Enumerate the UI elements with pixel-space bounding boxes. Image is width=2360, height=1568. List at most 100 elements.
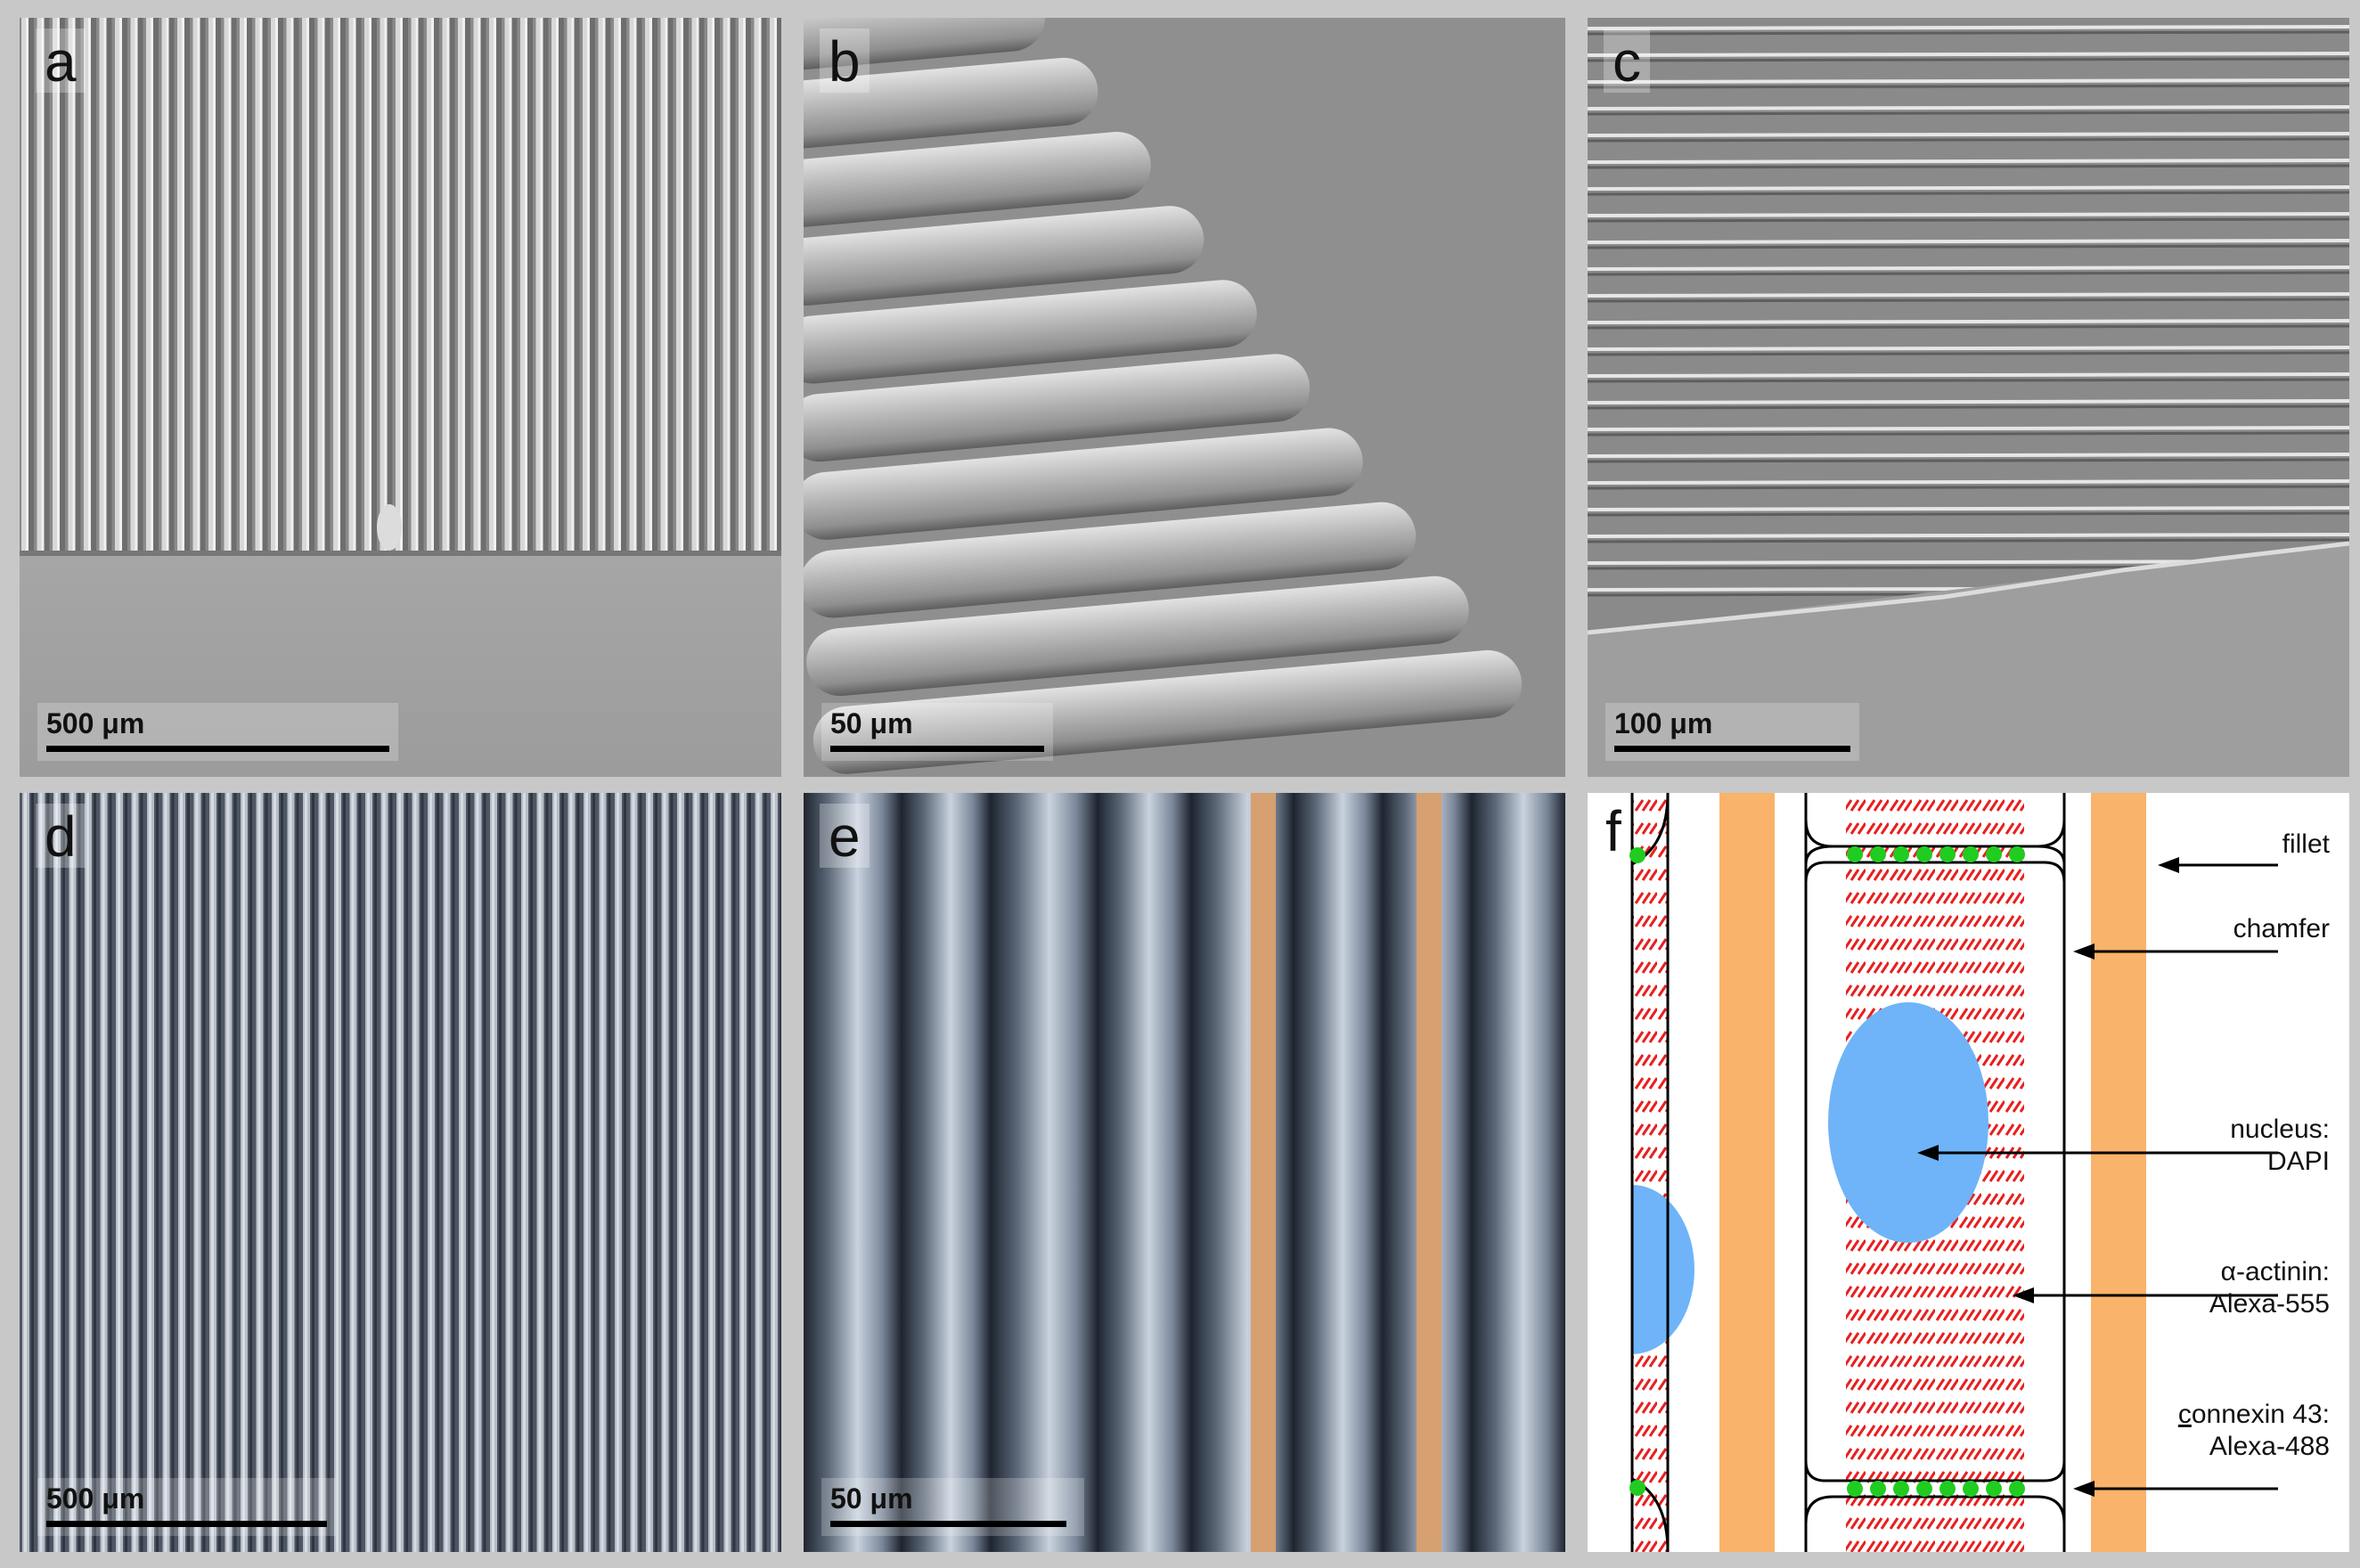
ridge-shadow [1588, 404, 2349, 410]
scale-line-a [46, 746, 389, 752]
ridge-shadow [1588, 30, 2349, 36]
scale-label-c: 100 μm [1614, 707, 1713, 739]
ridge-shadow [1588, 110, 2349, 116]
label-connexin-title: connexin 43: [2178, 1399, 2330, 1431]
ridge-left [1719, 793, 1775, 1552]
particle [377, 504, 402, 551]
ridge-shadow [1588, 84, 2349, 89]
arrow-head [1917, 1145, 1939, 1161]
panel-e-optical-image: e 50 μm [804, 793, 1565, 1552]
edge-line [1588, 541, 2349, 635]
arrow-head [2073, 943, 2095, 960]
ridge-shadow [1588, 164, 2349, 169]
pillar [804, 18, 1045, 71]
ridge-highlight [1588, 185, 2349, 191]
label-connexin-initial: c [2177, 1400, 2192, 1429]
ridge-shadow [1588, 351, 2349, 356]
ridge-highlight [1588, 52, 2349, 57]
scale-line-c [1614, 746, 1850, 752]
substrate [1588, 543, 2349, 777]
ridge-highlight [1588, 159, 2349, 164]
ridge-highlight [1588, 319, 2349, 324]
label-connexin-stain: Alexa-488 [2209, 1432, 2330, 1461]
ridge-highlight [1588, 25, 2349, 30]
orange-highlight-strip [1417, 793, 1441, 1552]
scale-label-b: 50 μm [830, 707, 913, 739]
ridge-highlight [1588, 479, 2349, 485]
label-connexin: connexin 43: Alexa-488 [2178, 1399, 2330, 1463]
ridge-shadow [1588, 244, 2349, 249]
panel-letter-a: a [36, 29, 86, 93]
ridge-shadow [1588, 191, 2349, 196]
panel-letter-f: f [1605, 799, 1621, 863]
ridge-highlight [1588, 453, 2349, 458]
connexin-dot [2009, 1481, 2025, 1497]
connexin-dot [1870, 1481, 1886, 1497]
arrow-head [2158, 857, 2179, 873]
scale-label-e: 50 μm [830, 1482, 913, 1515]
ridge-shadow [1588, 511, 2349, 517]
panel-d-optical-image: d 500 μm [20, 793, 781, 1552]
orange-highlight-strip [1251, 793, 1276, 1552]
ridge-highlight [1588, 132, 2349, 137]
ridge-shadow [1588, 485, 2349, 490]
label-nucleus: nucleus: DAPI [2230, 1114, 2330, 1178]
scale-bar-e: 50 μm [821, 1478, 1084, 1536]
pillar [804, 354, 1311, 462]
ridge-shadow [1588, 458, 2349, 463]
pillar [804, 131, 1151, 228]
panel-c-sem-image: c 100 μm [1588, 18, 2349, 777]
pillar [804, 206, 1204, 306]
pillar [813, 649, 1523, 774]
ridge-right [2091, 793, 2146, 1552]
nucleus-center [1828, 1002, 1988, 1243]
ridge-highlight [1588, 239, 2349, 244]
pillar-group [804, 18, 1523, 774]
connexin-dot [1629, 1480, 1645, 1496]
ridge-highlight [1588, 399, 2349, 404]
ridge-highlight [1588, 506, 2349, 511]
scale-label-d: 500 μm [46, 1482, 145, 1515]
pillar [804, 428, 1363, 540]
panel-f-schematic: f fillet chamfer nucleus: DAPI α-actinin… [1588, 793, 2349, 1552]
ridge-highlight [1588, 533, 2349, 538]
connexin-dot [1893, 1481, 1909, 1497]
scale-line-b [830, 746, 1044, 752]
ridge-highlight [1588, 265, 2349, 271]
connexin-dot [1893, 846, 1909, 862]
scale-label-a: 500 μm [46, 707, 145, 739]
ridge-shadow [1588, 298, 2349, 303]
arrow-head [2013, 1287, 2034, 1303]
scale-line-d [46, 1521, 327, 1527]
nucleus-left [1632, 1185, 1694, 1354]
label-actinin-stain: Alexa-555 [2209, 1289, 2330, 1319]
panel-b-ridges [804, 18, 1565, 777]
pillar [804, 280, 1257, 384]
label-actinin-title: α-actinin: [2220, 1257, 2330, 1286]
connexin-dot [1847, 1481, 1863, 1497]
actinin-hatch-left [1632, 793, 1668, 1552]
scale-bar-d: 500 μm [37, 1478, 336, 1536]
ridge-shadow [1588, 217, 2349, 223]
connexin-dot [1916, 846, 1932, 862]
ridge-highlight [1588, 346, 2349, 351]
connexin-dot [2009, 846, 2025, 862]
label-actinin: α-actinin: Alexa-555 [2209, 1256, 2330, 1320]
ridge-highlight [1588, 426, 2349, 431]
ridge-highlight [1588, 78, 2349, 84]
connexin-dot [1963, 1481, 1979, 1497]
ridge-highlight [1588, 105, 2349, 110]
panel-a-ridges [20, 18, 781, 777]
cell-outlines [1630, 793, 2066, 1552]
panel-d-ridges [20, 793, 781, 1552]
connexin-dot [1629, 847, 1645, 863]
label-connexin-rest: onnexin 43: [2191, 1400, 2330, 1429]
arrow-head [2073, 1481, 2095, 1497]
ridge-highlight [1588, 292, 2349, 298]
panel-c-ridges [1588, 18, 2349, 777]
panel-letter-c: c [1604, 29, 1650, 93]
ridge-shadow [1588, 431, 2349, 437]
label-fillet: fillet [2282, 829, 2330, 859]
connexin-dot [1870, 846, 1886, 862]
connexin-dot [1939, 846, 1956, 862]
